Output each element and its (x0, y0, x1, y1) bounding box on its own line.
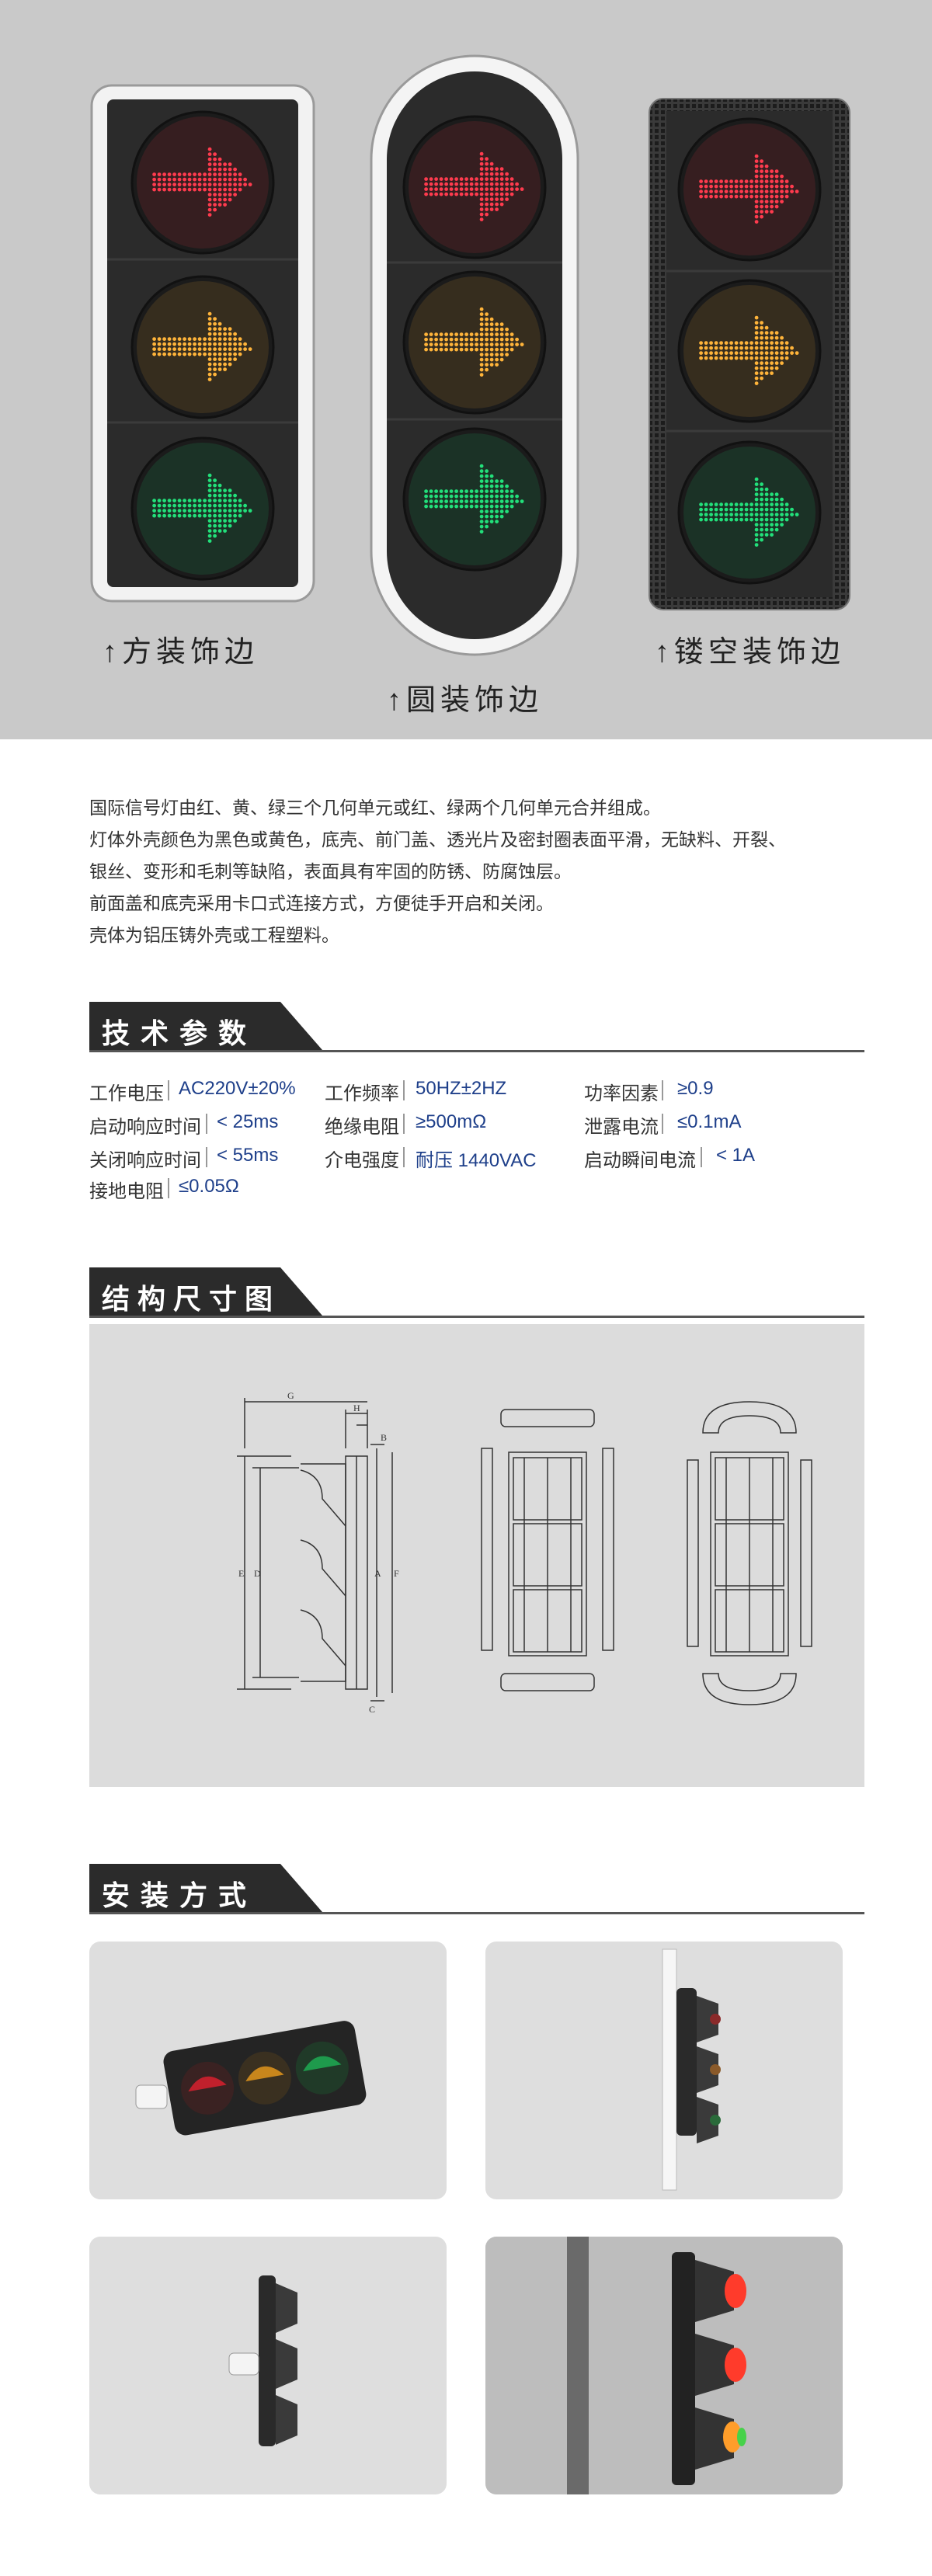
param-divider (662, 1080, 663, 1100)
section-header-tech: 技术参数 (89, 1002, 864, 1052)
square-yellow-lamp (121, 273, 284, 421)
section-title: 结构尺寸图 (102, 1283, 281, 1315)
round-red-lamp (393, 113, 556, 261)
section-header-structure: 结构尺寸图 (89, 1267, 864, 1318)
round-yellow-lamp (393, 269, 556, 416)
structure-drawing-panel: G H B E D A F C (89, 1324, 864, 1787)
dim-label-h: H (353, 1403, 360, 1413)
yellow-arrow-icon (130, 275, 275, 419)
dim-label-a: A (374, 1568, 381, 1579)
yellow-arrow-icon (677, 279, 822, 423)
side-bracket-illustration (228, 2275, 297, 2446)
param-value: ≤0.05Ω (179, 1176, 239, 1197)
install-photo-vertical-pole (485, 1942, 843, 2199)
green-arrow-icon (402, 427, 547, 572)
red-arrow-icon (130, 110, 275, 255)
vertical-pole-illustration (662, 1949, 721, 2191)
param-label: 介电强度 (325, 1150, 399, 1171)
param-label: 泄露电流 (584, 1117, 659, 1138)
pole-lit-illustration (485, 2237, 843, 2494)
dimension-labels: G H B E D A F C (238, 1390, 399, 1715)
install-photo-horizontal (89, 1942, 447, 2199)
param-divider (403, 1147, 405, 1167)
side-view (237, 1398, 393, 1702)
dim-label-e: E (238, 1568, 244, 1579)
param-label: 工作电压 (89, 1083, 164, 1104)
caption-square-trim: ↑方装饰边 (103, 636, 259, 669)
param-value: 50HZ±2HZ (416, 1078, 507, 1099)
param-divider (168, 1178, 169, 1198)
round-front-view (687, 1401, 812, 1705)
param-divider (403, 1114, 405, 1134)
param-value: 耐压 1440VAC (416, 1150, 537, 1171)
description-line: 灯体外壳颜色为黑色或黄色，底壳、前门盖、透光片及密封圈表面平滑，无缺料、开裂、 (89, 829, 786, 850)
dimension-drawing: G H B E D A F C (237, 1390, 812, 1715)
install-photo-side-bracket (89, 2237, 447, 2494)
param-label: 绝缘电阻 (325, 1117, 399, 1138)
yellow-arrow-icon (402, 270, 547, 415)
section-tab: 结构尺寸图 (89, 1267, 322, 1316)
caption-round-trim: ↑圆装饰边 (387, 684, 544, 717)
section-title: 技术参数 (102, 1017, 258, 1049)
section-tab: 安装方式 (89, 1864, 322, 1912)
caption-hollow-trim: ↑镂空装饰边 (655, 636, 846, 669)
param-value: < 1A (716, 1145, 756, 1166)
hollow-yellow-lamp (669, 277, 829, 425)
section-tab: 技术参数 (89, 1002, 322, 1050)
param-label: 接地电阻 (89, 1181, 164, 1202)
hollow-green-lamp (669, 439, 829, 586)
green-arrow-icon (677, 440, 822, 585)
traffic-light-hollow-trim (648, 97, 851, 611)
traffic-light-square-trim (90, 84, 315, 603)
hero-banner: ↑方装饰边 ↑圆装饰边 ↑镂空装饰边 (0, 0, 932, 739)
param-label: 启动瞬间电流 (584, 1150, 696, 1171)
green-arrow-icon (130, 436, 275, 581)
section-title: 安装方式 (102, 1879, 258, 1911)
red-arrow-icon (677, 117, 822, 262)
dim-label-c: C (369, 1704, 375, 1715)
param-value: ≤0.1mA (677, 1111, 742, 1132)
description-line: 壳体为铝压铸外壳或工程塑料。 (89, 925, 339, 945)
hollow-red-lamp (669, 116, 829, 263)
param-value: < 25ms (217, 1111, 279, 1132)
red-arrow-icon (402, 115, 547, 259)
horizontal-mount-illustration (135, 2021, 367, 2136)
param-label: 启动响应时间 (89, 1117, 201, 1138)
dim-label-d: D (254, 1568, 261, 1579)
front-view (481, 1409, 614, 1691)
dim-label-g: G (287, 1390, 294, 1401)
dim-label-f: F (394, 1568, 399, 1579)
section-rule (89, 1912, 864, 1914)
param-value: ≥0.9 (677, 1078, 714, 1099)
square-green-lamp (121, 435, 284, 582)
param-value: ≥500mΩ (416, 1111, 487, 1132)
round-green-lamp (393, 426, 556, 573)
param-divider (701, 1147, 702, 1167)
param-value: < 55ms (217, 1145, 279, 1166)
section-rule (89, 1316, 864, 1318)
install-photo-pole-lit (485, 2237, 843, 2494)
description-line: 前面盖和底壳采用卡口式连接方式，方便徒手开启和关闭。 (89, 893, 554, 913)
param-divider (206, 1114, 207, 1134)
param-divider (168, 1080, 169, 1100)
param-label: 工作频率 (325, 1083, 399, 1104)
dim-label-b: B (381, 1432, 387, 1443)
param-divider (403, 1080, 405, 1100)
traffic-light-round-trim (370, 54, 579, 656)
description-line: 国际信号灯由红、黄、绿三个几何单元或红、绿两个几何单元合并组成。 (89, 798, 661, 818)
param-label: 功率因素 (584, 1083, 659, 1104)
param-label: 关闭响应时间 (89, 1150, 201, 1171)
product-description: 国际信号灯由红、黄、绿三个几何单元或红、绿两个几何单元合并组成。 灯体外壳颜色为… (89, 792, 866, 951)
description-line: 银丝、变形和毛刺等缺陷，表面具有牢固的防锈、防腐蚀层。 (89, 861, 572, 881)
section-header-install: 安装方式 (89, 1864, 864, 1914)
param-divider (662, 1114, 663, 1134)
param-divider (206, 1147, 207, 1167)
param-value: AC220V±20% (179, 1078, 296, 1099)
section-rule (89, 1050, 864, 1052)
square-red-lamp (121, 109, 284, 256)
